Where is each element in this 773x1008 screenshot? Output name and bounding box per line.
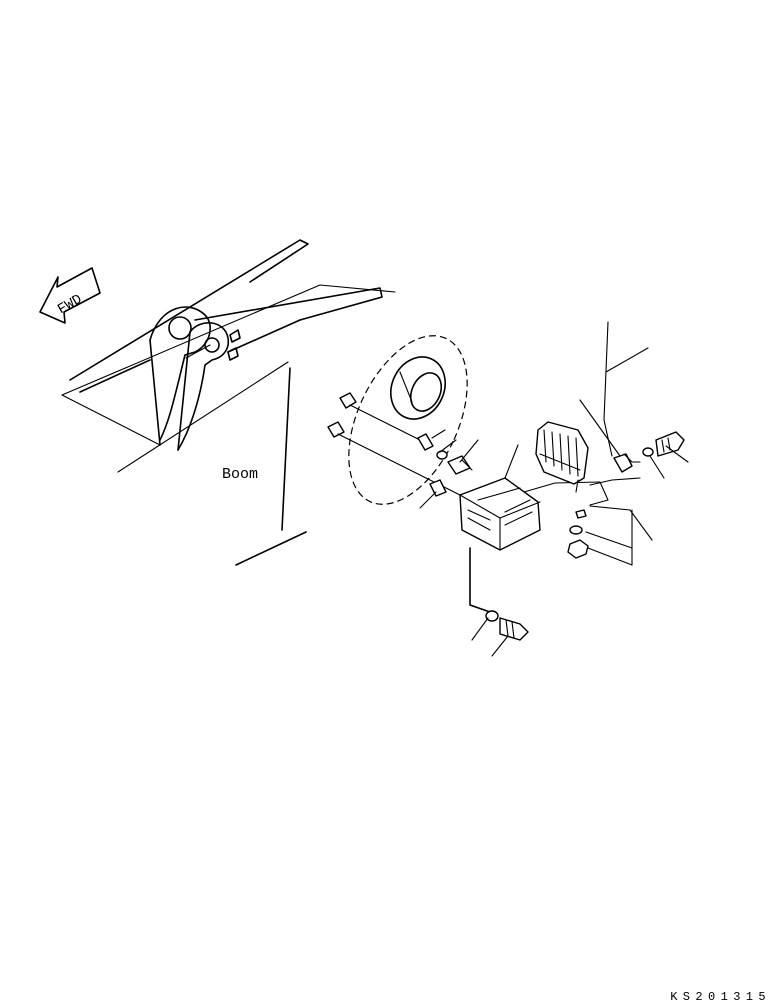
lamp-box bbox=[459, 444, 609, 613]
bolt-bottom bbox=[471, 610, 529, 657]
work-lamp bbox=[535, 421, 641, 493]
housing-disc bbox=[348, 335, 468, 505]
connector-set-left bbox=[327, 392, 479, 509]
fwd-label: FWD bbox=[55, 292, 85, 318]
boom-bracket bbox=[61, 239, 396, 473]
boom-leader: Boom bbox=[222, 367, 307, 566]
drawing-code: KS201315 bbox=[670, 990, 771, 1004]
boom-label: Boom bbox=[222, 466, 258, 483]
hardware-right bbox=[567, 505, 653, 566]
mount-bracket-right bbox=[579, 321, 689, 479]
fwd-arrow: FWD bbox=[39, 267, 101, 324]
